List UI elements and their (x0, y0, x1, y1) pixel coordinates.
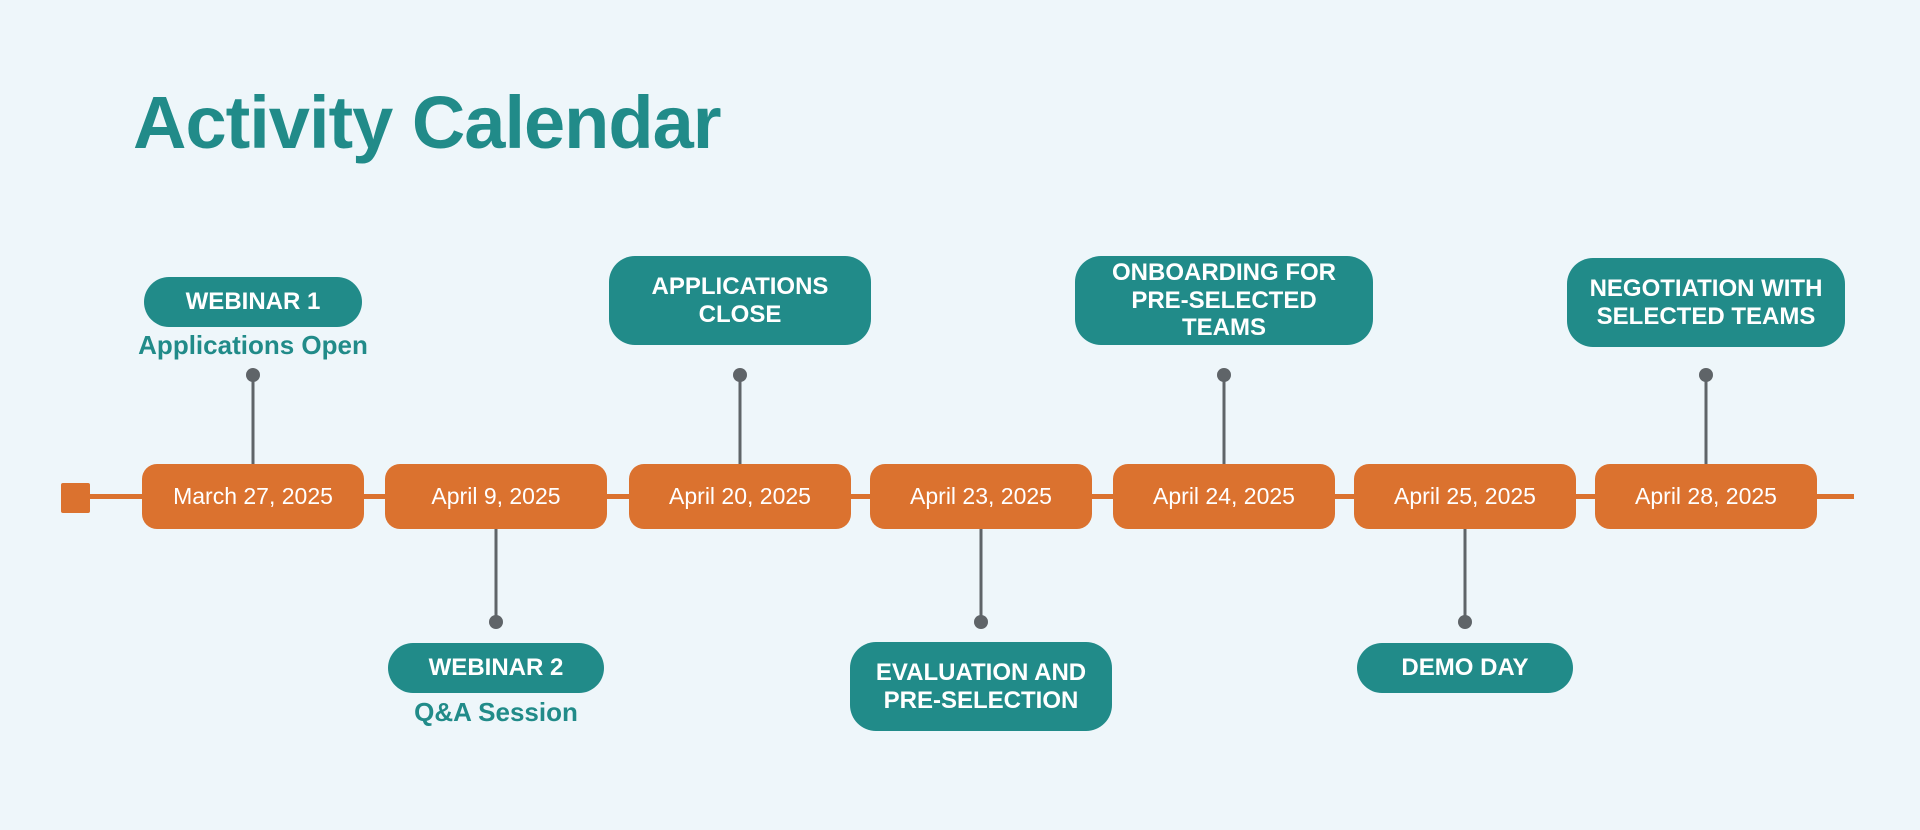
date-pill: April 9, 2025 (385, 464, 607, 529)
connector-dot (1458, 615, 1472, 629)
connector-dot (246, 368, 260, 382)
event-label: DEMO DAY (1401, 654, 1528, 682)
event-box: WEBINAR 1 (144, 277, 362, 327)
connector-line (1222, 376, 1226, 465)
event-subtitle: Applications Open (138, 330, 368, 360)
date-pill: April 25, 2025 (1354, 464, 1576, 529)
event-box: WEBINAR 2 (388, 643, 604, 693)
event-label-line: WEBINAR 2 (428, 654, 564, 682)
connector-line (494, 528, 498, 622)
page-title: Activity Calendar (133, 81, 722, 164)
connector-dot (489, 615, 503, 629)
timeline-start-marker (61, 483, 90, 513)
date-pill: March 27, 2025 (142, 464, 364, 529)
event-label-line: NEGOTIATION WITH (1589, 274, 1823, 302)
date-pill: April 24, 2025 (1113, 464, 1335, 529)
event-subtitle: Q&A Session (414, 697, 578, 727)
event-label-line: WEBINAR 1 (185, 288, 321, 316)
connector-dot (733, 368, 747, 382)
event-label-line: PRE-SELECTION (883, 686, 1079, 714)
event-label-line: APPLICATIONS (651, 272, 829, 300)
date-pill: April 28, 2025 (1595, 464, 1817, 529)
event-label-line: EVALUATION AND (875, 658, 1087, 686)
event-label-line: SELECTED TEAMS (1596, 302, 1816, 330)
event-label-line: ONBOARDING FOR (1112, 259, 1336, 287)
connector-line (251, 376, 255, 465)
connector-line (1704, 376, 1708, 465)
event-label: WEBINAR 1 (186, 288, 321, 316)
connector-line (738, 376, 742, 465)
event-box: DEMO DAY (1357, 643, 1573, 693)
date-pill: April 20, 2025 (629, 464, 851, 529)
event-label-line: DEMO DAY (1401, 654, 1529, 682)
connector-dot (1217, 368, 1231, 382)
connector-dot (974, 615, 988, 629)
connector-dot (1699, 368, 1713, 382)
event-label-line: PRE-SELECTED TEAMS (1131, 286, 1317, 342)
date-pill: April 23, 2025 (870, 464, 1092, 529)
event-label: WEBINAR 2 (429, 654, 564, 682)
connector-line (979, 528, 983, 622)
event-label-line: CLOSE (698, 300, 782, 328)
connector-line (1463, 528, 1467, 622)
